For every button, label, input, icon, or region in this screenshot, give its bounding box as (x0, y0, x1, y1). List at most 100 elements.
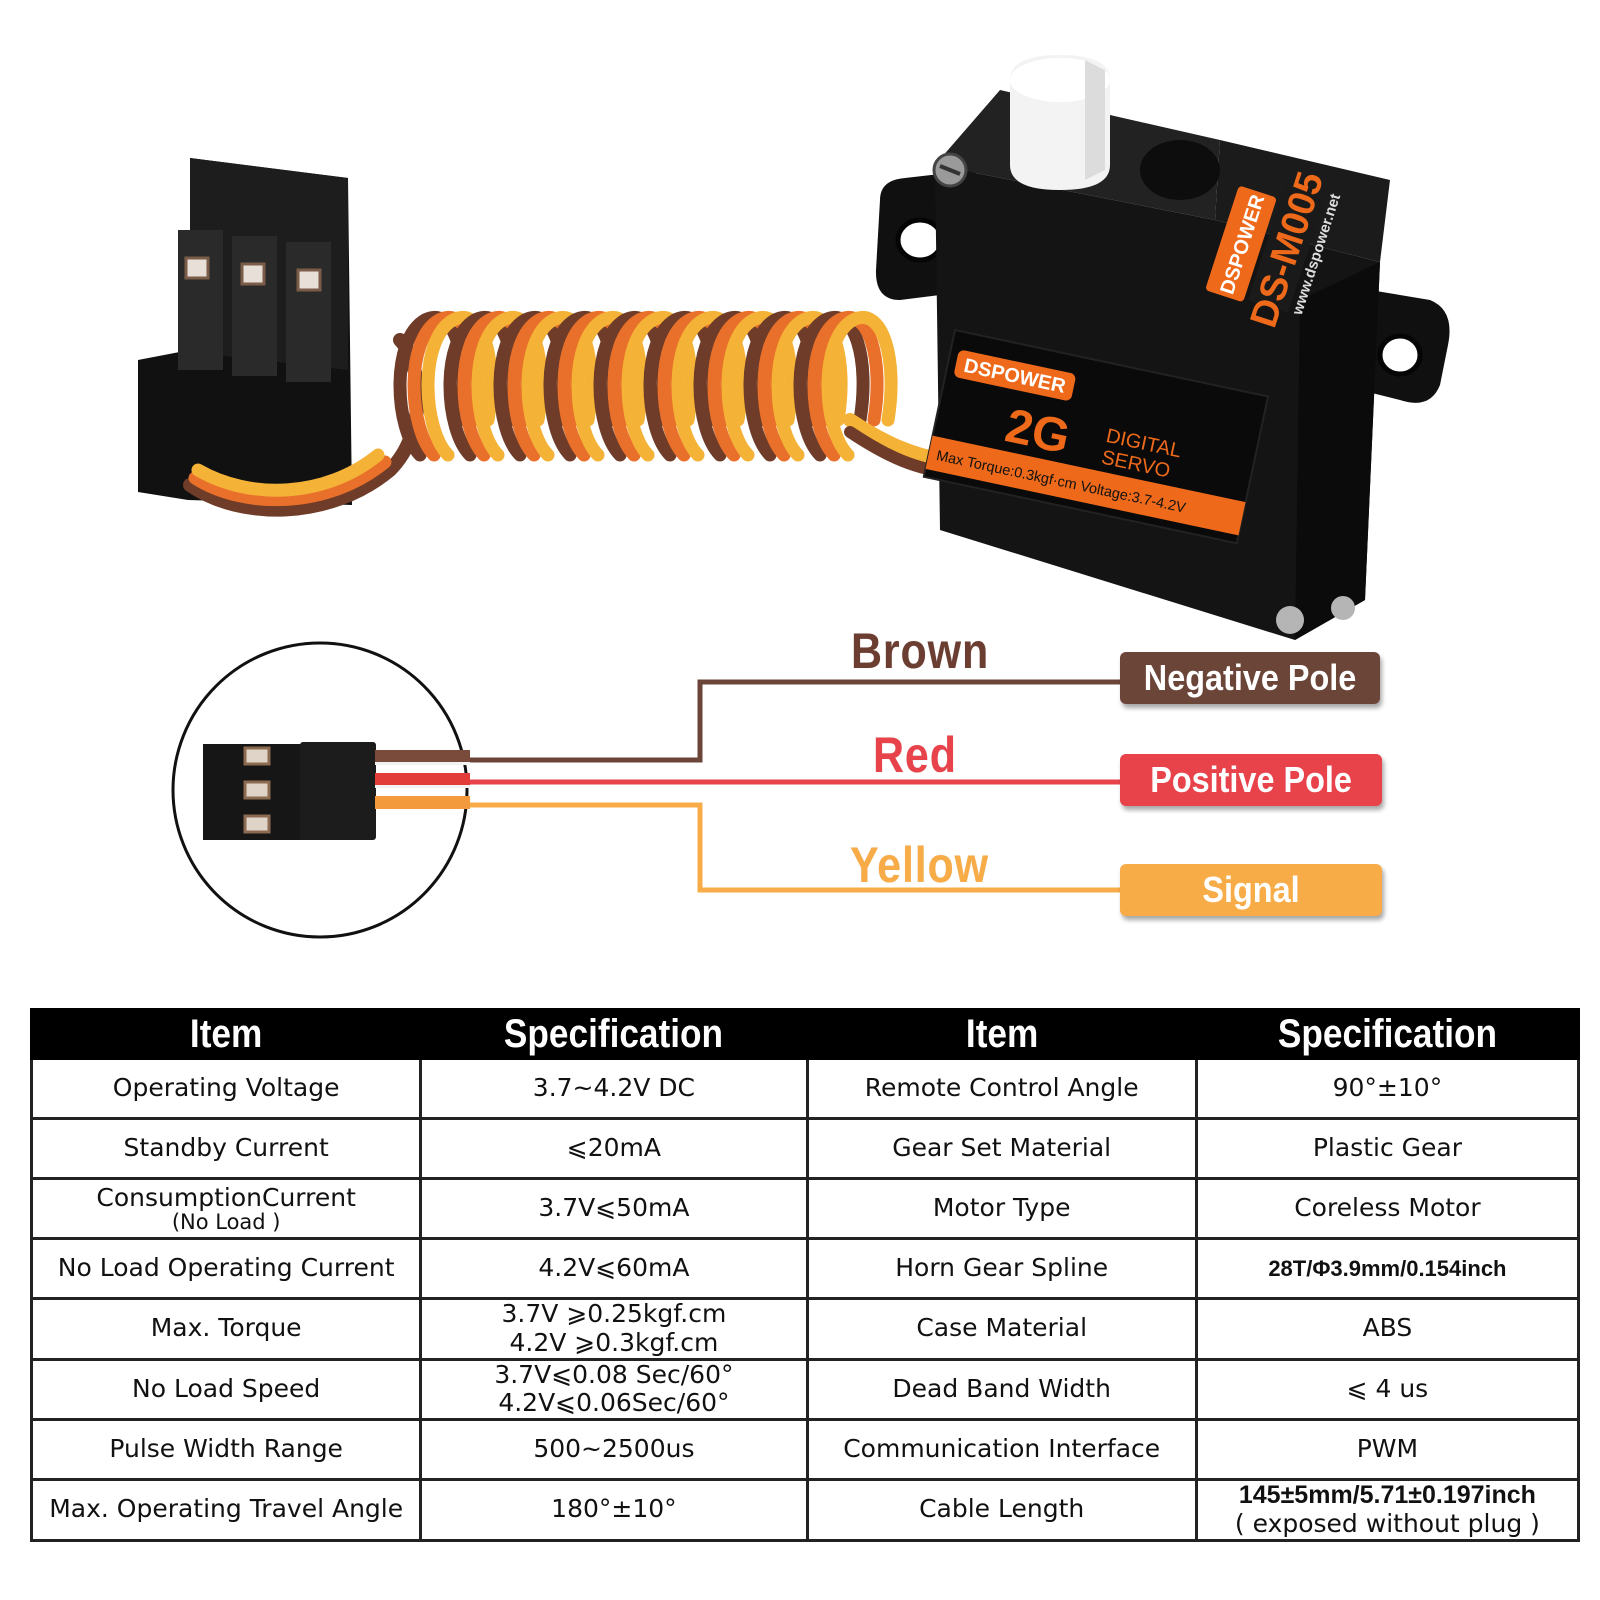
negative-pole-text: Negative Pole (1143, 657, 1357, 698)
item-cell: Gear Set Material (805, 1117, 1198, 1180)
coiled-cable (183, 311, 952, 517)
specification-table: Item Specification Item Specification Op… (29, 1008, 1581, 1542)
header-item-1: Item (29, 1008, 423, 1060)
wire-label-red: Red (873, 727, 957, 783)
item-cell: Operating Voltage (29, 1057, 423, 1120)
cell-text: Remote Control Angle (864, 1073, 1139, 1103)
positive-pole-badge: Positive Pole (1120, 754, 1382, 806)
table-row: Operating Voltage 3.7~4.2V DC Remote Contr… (29, 1057, 1581, 1120)
cell-text: 90°±10° (1332, 1073, 1443, 1103)
servo-connector-plug (138, 158, 352, 505)
cell-text: ABS (1362, 1313, 1413, 1343)
wire-lines (470, 679, 1120, 893)
item-cell: Motor Type (805, 1177, 1198, 1240)
spec-cell: PWM (1194, 1418, 1581, 1481)
cell-text: 3.7V⩽0.08 Sec/60° (494, 1359, 734, 1389)
table-row: No Load Speed 3.7V⩽0.08 Sec/60°4.2V⩽0.06S… (29, 1357, 1581, 1421)
item-cell: Max. Torque (29, 1297, 423, 1361)
cell-text: Pulse Width Range (109, 1434, 343, 1464)
cable-coil-strand (821, 311, 898, 462)
cell-text: 4.2V⩽60mA (538, 1253, 690, 1283)
header-specification-1: Specification (419, 1008, 809, 1060)
servo-motor: DSPOWER DS-M005 www.dspower.net DSPOWER … (875, 55, 1450, 640)
cell-text: Max. Torque (150, 1313, 302, 1343)
cell-text: Cable Length (919, 1494, 1085, 1524)
item-cell: Pulse Width Range (29, 1418, 423, 1481)
item-cell: No Load Speed (29, 1357, 423, 1421)
table-row: ConsumptionCurrent(No Load ) 3.7V⩽50mA Mot… (29, 1177, 1581, 1240)
item-cell: Cable Length (805, 1478, 1198, 1542)
cable-coil-strand (621, 311, 698, 462)
cell-text: PWM (1356, 1434, 1419, 1464)
yellow-wire-line (470, 802, 1120, 893)
spec-cell: 180°±10° (419, 1478, 809, 1542)
cable-coil-strand (421, 311, 498, 462)
cell-text: Communication Interface (843, 1434, 1161, 1464)
brown-wire-line (470, 679, 1120, 763)
cell-text: 500~2500us (533, 1434, 695, 1464)
spec-cell: Coreless Motor (1194, 1177, 1581, 1240)
cell-text: 145±5mm/5.71±0.197inch (1238, 1481, 1536, 1509)
item-cell: Dead Band Width (805, 1357, 1198, 1421)
cell-text: 3.7V ⩾0.25kgf.cm (501, 1299, 727, 1328)
item-cell: Case Material (805, 1297, 1198, 1361)
header-specification-2: Specification (1194, 1008, 1581, 1060)
cell-text-line2: ( exposed without plug ) (1234, 1508, 1540, 1538)
cell-text: Max. Operating Travel Angle (49, 1494, 404, 1524)
cell-text: Motor Type (932, 1193, 1071, 1223)
cell-text: ConsumptionCurrent (96, 1182, 356, 1212)
cell-text: ⩽ 4 us (1346, 1373, 1429, 1403)
cell-text: Plastic Gear (1312, 1133, 1462, 1163)
table-header-row: Item Specification Item Specification (29, 1008, 1581, 1060)
table-row: No Load Operating Current 4.2V⩽60mA Horn G… (29, 1237, 1581, 1300)
cable-coil-strand (571, 311, 648, 462)
spec-cell: 3.7V⩽0.08 Sec/60°4.2V⩽0.06Sec/60° (419, 1357, 809, 1421)
cell-subtext: (No Load ) (171, 1210, 281, 1235)
positive-pole-text: Positive Pole (1150, 759, 1352, 800)
spec-cell: ⩽ 4 us (1194, 1357, 1581, 1421)
cell-text: 3.7~4.2V DC (532, 1073, 696, 1103)
cable-coil-strand (807, 311, 884, 462)
item-cell: Max. Operating Travel Angle (29, 1478, 423, 1542)
signal-badge: Signal (1120, 864, 1382, 916)
cable-coil-strand (521, 311, 598, 462)
spec-cell: 90°±10° (1194, 1057, 1581, 1120)
table-row: Standby Current ⩽20mA Gear Set Material Pla… (29, 1117, 1581, 1180)
wire-label-yellow: Yellow (850, 837, 989, 893)
cell-text: Operating Voltage (112, 1073, 340, 1103)
cell-text: Coreless Motor (1294, 1193, 1481, 1223)
cell-text: No Load Operating Current (57, 1253, 395, 1283)
cell-text: Case Material (916, 1313, 1088, 1343)
spec-cell: 3.7V⩽50mA (419, 1177, 809, 1240)
item-cell: No Load Operating Current (29, 1237, 423, 1300)
spec-cell: 28T/Φ3.9mm/0.154inch (1194, 1237, 1581, 1300)
connector-detail-circle (171, 641, 470, 939)
item-cell: Communication Interface (805, 1418, 1198, 1481)
cell-text-line2: 4.2V⩽0.06Sec/60° (498, 1388, 730, 1418)
cell-text: 3.7V⩽50mA (538, 1193, 690, 1223)
spec-cell: ⩽20mA (419, 1117, 809, 1180)
spec-cell: 500~2500us (419, 1418, 809, 1481)
cable-coil-strand (771, 311, 848, 462)
cable-coil-strand (671, 311, 748, 462)
cell-text: ⩽20mA (566, 1133, 662, 1163)
cable-coil-strand (471, 311, 548, 462)
cell-text: No Load Speed (132, 1373, 321, 1403)
cell-text: Standby Current (123, 1133, 329, 1163)
wire-label-brown: Brown (851, 623, 990, 679)
table-row: Pulse Width Range 500~2500us Communication… (29, 1418, 1581, 1481)
cell-text-line2: 4.2V ⩾0.3kgf.cm (509, 1327, 719, 1357)
item-cell: Remote Control Angle (805, 1057, 1198, 1120)
cell-text: Dead Band Width (892, 1373, 1111, 1403)
spec-cell: ABS (1194, 1297, 1581, 1361)
cable-coil-strand (793, 311, 870, 462)
spec-cell: Plastic Gear (1194, 1117, 1581, 1180)
spec-cell: 145±5mm/5.71±0.197inch( exposed without … (1194, 1478, 1581, 1542)
cell-text: Gear Set Material (892, 1133, 1112, 1163)
spec-cell: 4.2V⩽60mA (419, 1237, 809, 1300)
cell-text: 28T/Φ3.9mm/0.154inch (1268, 1255, 1507, 1281)
item-cell: Horn Gear Spline (805, 1237, 1198, 1300)
signal-text: Signal (1202, 869, 1300, 910)
table-row: Max. Operating Travel Angle 180°±10° Cable… (29, 1478, 1581, 1542)
